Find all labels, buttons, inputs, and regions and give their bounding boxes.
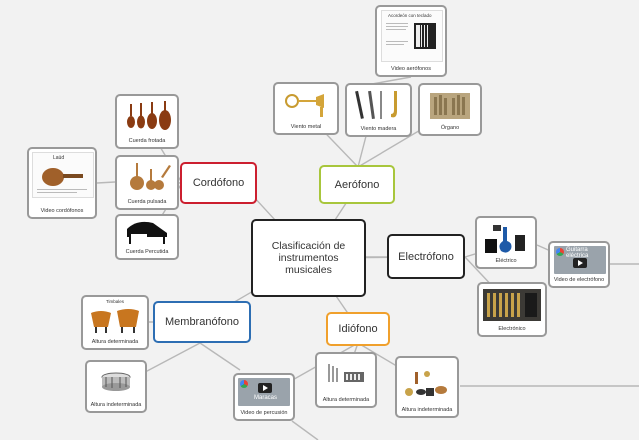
card-caption: Video cordófonos [40,207,84,214]
card-caption: Viento metal [290,123,322,130]
pitched-idiophones-image [317,354,375,397]
branch-membranofono[interactable]: Membranófono [153,301,251,343]
document-page-image: Acordeón con teclado [381,10,443,62]
video-thumbnail: Guitarra eléctrica [550,243,608,277]
violin-family-image [117,96,177,138]
branch-aerofono-label: Aerófono [334,178,380,191]
card-video-cordofonos[interactable]: Laúd Video cordófonos [27,147,97,219]
card-membrana-altura-determinada[interactable]: Timbales Altura determinada [81,295,149,350]
card-viento-madera[interactable]: Viento madera [345,83,412,137]
unpitched-idiophones-image [397,358,457,407]
branch-cordofono-label: Cordófono [192,177,245,189]
branch-membranofono-label: Membranófono [165,316,239,328]
snare-drum-image [87,362,145,402]
channel-logo-icon [240,380,248,388]
link-madera-video [371,76,412,85]
video-preview: Guitarra eléctrica [554,246,606,274]
card-organo[interactable]: Órgano [418,83,482,136]
card-caption: Cuerda pulsada [127,198,167,205]
play-icon[interactable] [258,383,272,393]
card-caption: Video de electrófono [553,276,605,283]
card-video-electrofono[interactable]: Guitarra eléctrica Video de electrófono [548,241,610,288]
card-viento-metal[interactable]: Viento metal [273,82,339,135]
link-video-down [291,420,319,440]
card-caption: Eléctrico [495,257,517,264]
card-electrico[interactable]: Eléctrico [475,216,537,269]
play-icon[interactable] [573,258,587,268]
card-caption: Viento madera [360,125,397,132]
video-thumbnail: Acordeón con teclado [377,7,445,66]
branch-electrofono-label: Electrófono [398,250,454,263]
card-caption: Electrónico [498,325,526,332]
branch-aerofono[interactable]: Aerófono [319,165,395,204]
video-preview: Maracas [238,378,290,406]
branch-electrofono[interactable]: Electrófono [387,234,465,279]
video-title: Acordeón con teclado [388,13,432,18]
document-page-image: Laúd [32,152,94,198]
card-caption: Cuerda frotada [128,137,166,144]
video-thumbnail: Maracas [235,375,293,410]
branch-idiofono-label: Idiófono [338,323,378,335]
video-thumbnail: Laúd [29,149,95,208]
card-caption: Cuerda Percutida [125,248,169,255]
card-caption: Video aerófonos [391,65,431,72]
brass-instruments-image [275,84,337,124]
guitar-image [117,157,177,199]
video-title: Maracas [254,395,278,401]
channel-logo-icon [556,248,564,256]
card-caption: Video de percusión [240,409,288,416]
link-membrana-down [199,342,241,371]
card-cuerda-frotada[interactable]: Cuerda frotada [115,94,179,149]
organ-image [420,85,480,125]
card-caption: Altura determinada [91,338,139,345]
card-caption: Altura determinada [322,396,370,403]
card-electronico[interactable]: Electrónico [477,282,547,337]
branch-idiofono[interactable]: Idiófono [326,312,390,346]
card-caption: Órgano [440,124,460,131]
card-cuerda-percutida[interactable]: Cuerda Percutida [115,214,179,260]
timpani-image: Timbales [83,297,147,339]
woodwind-instruments-image [347,85,410,126]
card-idio-altura-indeterminada[interactable]: Altura indeterminada [395,356,459,418]
card-membrana-altura-indeterminada[interactable]: Altura indeterminada [85,360,147,413]
card-video-aerofonos[interactable]: Acordeón con teclado Video aerófonos [375,5,447,77]
card-video-percusion[interactable]: Maracas Video de percusión [233,373,295,421]
link-pulsada-video [96,181,116,184]
electric-instruments-image [477,218,535,258]
piano-image [117,216,177,249]
card-idio-altura-determinada[interactable]: Altura determinada [315,352,377,408]
center-label: Clasificación de instrumentos musicales [271,240,346,276]
branch-cordofono[interactable]: Cordófono [180,162,257,204]
card-cuerda-pulsada[interactable]: Cuerda pulsada [115,155,179,210]
image-heading: Timbales [105,299,125,304]
center-node[interactable]: Clasificación de instrumentos musicales [251,219,366,297]
video-title: Laúd [53,155,65,161]
synthesizer-image [479,284,545,326]
video-title: Guitarra eléctrica [566,247,589,259]
card-caption: Altura indeterminada [90,401,142,408]
card-caption: Altura indeterminada [401,406,453,413]
